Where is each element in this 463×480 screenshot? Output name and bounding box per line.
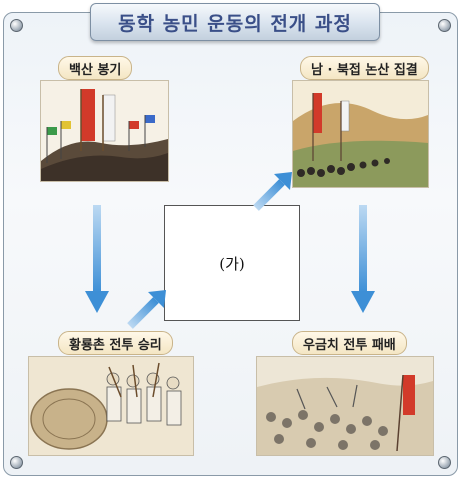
step-label-baeksan: 백산 봉기: [58, 56, 133, 80]
illustration-hwangnyongchon-battle: [28, 356, 194, 456]
diagram-title-bar: 동학 농민 운동의 전개 과정: [90, 3, 380, 41]
hwangnyongchon-scene: [29, 357, 193, 455]
step-label-ugeumchi: 우금치 전투 패배: [292, 331, 407, 355]
screw-top-left: [10, 19, 23, 32]
baeksan-scene: [41, 81, 168, 181]
step-label-nonsan: 남 · 북접 논산 집결: [300, 56, 429, 80]
arrow-up-to-nonsan: [253, 172, 292, 211]
illustration-baeksan-uprising: [40, 80, 169, 182]
illustration-nonsan-gathering: [292, 80, 429, 188]
screw-bottom-right: [438, 456, 451, 469]
center-blank-box: (가): [164, 205, 300, 321]
arrow-down-left: [85, 205, 109, 313]
nonsan-scene: [293, 81, 428, 187]
diagram-title: 동학 농민 운동의 전개 과정: [118, 12, 352, 35]
illustration-ugeumchi-battle: [256, 356, 434, 456]
arrow-down-right: [351, 205, 375, 313]
step-label-hwangnyongchon: 황룡촌 전투 승리: [58, 331, 173, 355]
arrow-up-to-center: [127, 290, 166, 329]
screw-bottom-left: [10, 456, 23, 469]
center-label: (가): [219, 254, 245, 273]
screw-top-right: [438, 19, 451, 32]
ugeumchi-scene: [257, 357, 433, 455]
